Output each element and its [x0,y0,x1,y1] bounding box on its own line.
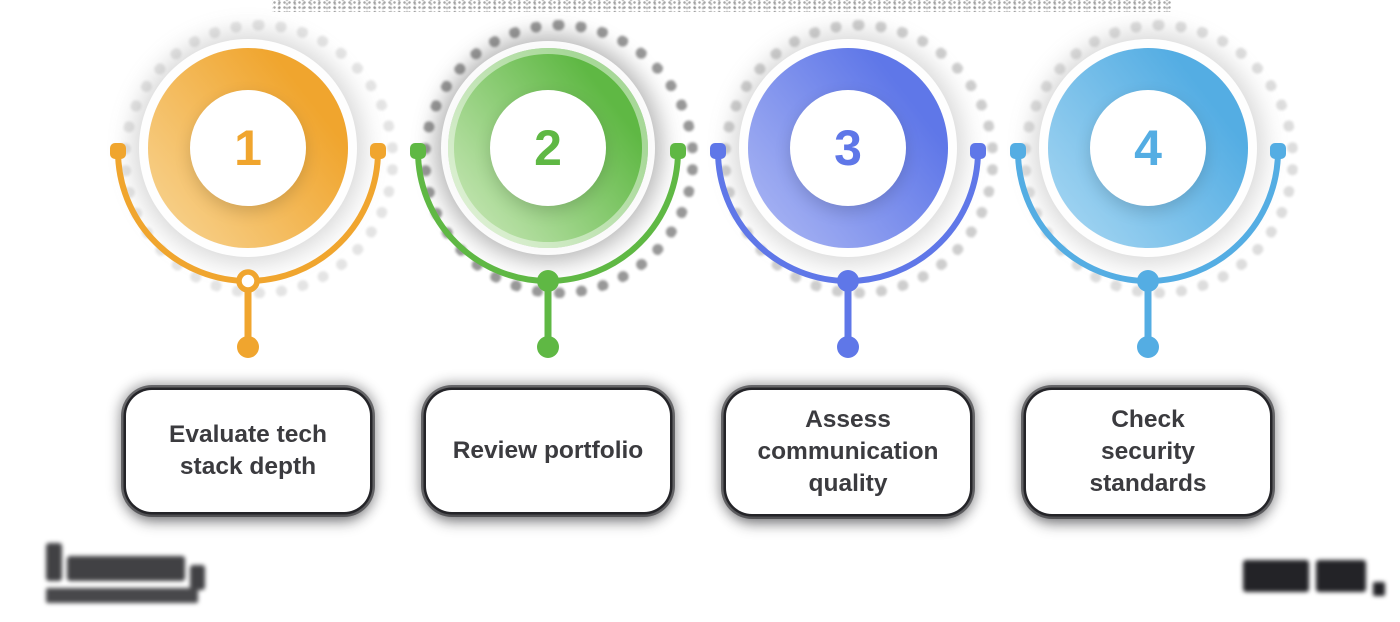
stem-end-dot [837,336,859,358]
step-4: 4 Check security standards [998,0,1298,560]
arc-bottom-node [837,270,859,292]
watermark-glyph-block [1316,560,1366,592]
step-number: 3 [834,120,862,176]
watermark-glyph-block [1243,560,1309,592]
step-label-box: Check security standards [1026,390,1270,514]
step-label-line: Evaluate tech [169,421,327,448]
step-label-box: Assess communication quality [726,390,970,514]
watermark-line-1 [46,541,205,590]
watermark-glyph-block [46,588,198,603]
step-label-line: communication [757,438,939,465]
step-number-disc: 4 [1090,90,1206,206]
arc-endpoint-right [670,143,686,159]
step-circle: 4 [1048,48,1248,248]
step-number: 2 [534,120,562,176]
noise-artifact-band [272,0,1172,12]
step-circle: 2 [448,48,648,248]
connector-arc [110,143,386,358]
arc-endpoint-right [970,143,986,159]
watermark-glyph-block [67,556,185,581]
steps-row: 1 Evaluate tech stack depth 2 [98,0,1298,560]
arc-endpoint-right [1270,143,1286,159]
noise-halo [720,20,998,298]
arc-line [415,150,681,284]
noise-halo [1020,20,1298,298]
bottom-left-watermark-logo [46,541,205,603]
watermark-glyph-block [46,543,62,581]
step-label-box: Review portfolio [426,390,670,512]
step-number: 1 [234,120,262,176]
arc-line [715,150,981,284]
stem-end-dot [1137,336,1159,358]
step-label-line: stack depth [179,453,317,480]
step-number: 4 [1134,120,1162,176]
step-circle: 3 [748,48,948,248]
step-number-disc: 3 [790,90,906,206]
step-circle: 1 [148,48,348,248]
arc-endpoint-left [110,143,126,159]
step-label-line: Check [1111,406,1185,433]
arc-line [115,150,381,284]
arc-endpoint-left [410,143,426,159]
step-3: 3 Assess communication quality [698,0,998,560]
watermark-glyph-block [190,565,205,590]
arc-endpoint-left [1010,143,1026,159]
connector-arc [1010,143,1286,358]
stem-end-dot [237,336,259,358]
step-label-line: Review portfolio [452,437,644,464]
step-label-line: quality [808,470,888,497]
noise-halo [120,20,398,298]
bottom-right-watermark [1243,560,1385,596]
step-number-disc: 2 [490,90,606,206]
watermark-line-2 [46,588,205,603]
step-2: 2 Review portfolio [398,0,698,560]
step-label-line: security [1101,438,1195,465]
connector-arc [410,143,686,358]
step-number-disc: 1 [190,90,306,206]
stem-end-dot [537,336,559,358]
connector-arc [710,143,986,358]
noise-halo [420,20,698,298]
step-label-line: standards [1089,470,1207,497]
arc-endpoint-left [710,143,726,159]
arc-bottom-node [537,270,559,292]
watermark-glyph-block [1373,582,1385,596]
arc-bottom-node [236,269,260,293]
step-label-box: Evaluate tech stack depth [126,390,370,512]
arc-endpoint-right [370,143,386,159]
arc-line [1015,150,1281,284]
step-label-line: Assess [805,406,891,433]
step-1: 1 Evaluate tech stack depth [98,0,398,560]
arc-bottom-node [1137,270,1159,292]
